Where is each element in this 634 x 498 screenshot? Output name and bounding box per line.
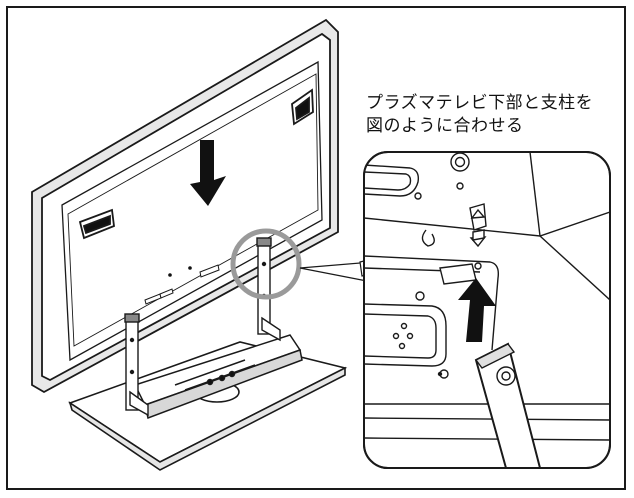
highlight-circle-icon bbox=[230, 228, 302, 300]
caption-line-1: プラズマテレビ下部と支柱を bbox=[366, 93, 594, 113]
stand-posts bbox=[124, 237, 281, 417]
up-down-indicator-icon bbox=[469, 203, 487, 248]
up-arrow-icon bbox=[458, 278, 496, 342]
instruction-caption: プラズマテレビ下部と支柱を 図のように合わせる bbox=[366, 92, 628, 138]
plasma-tv-panel bbox=[31, 18, 339, 394]
stand-base bbox=[68, 341, 348, 471]
detail-zoom-panel bbox=[363, 151, 611, 469]
down-arrow-icon bbox=[190, 140, 226, 206]
caption-line-2: 図のように合わせる bbox=[366, 116, 524, 136]
